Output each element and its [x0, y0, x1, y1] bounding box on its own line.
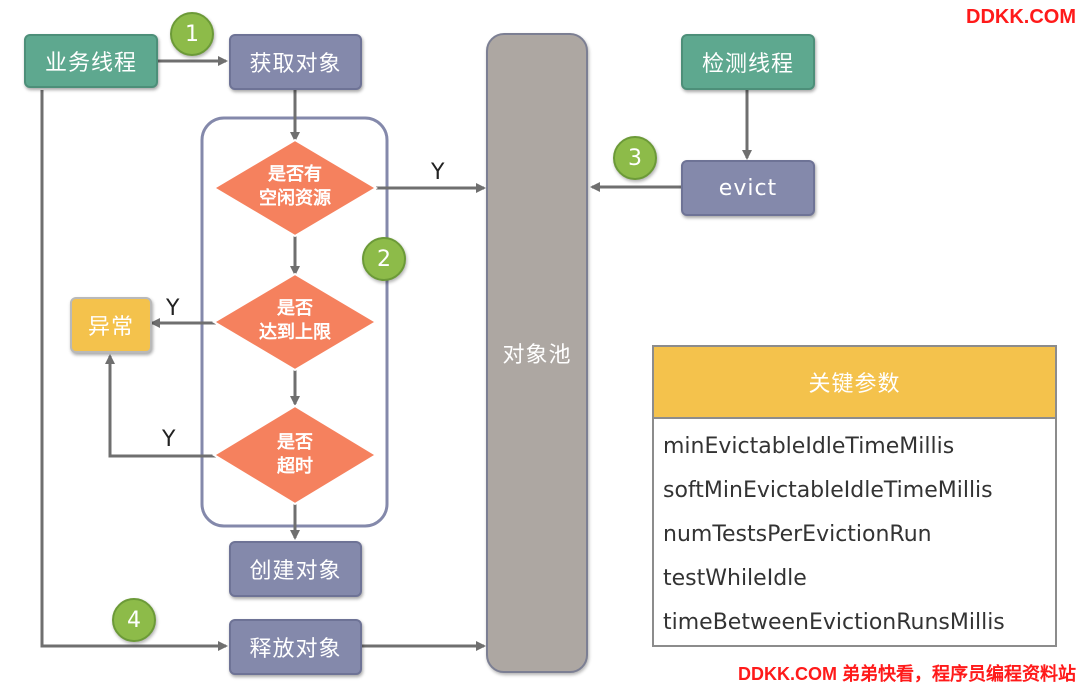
- watermark-bottom: DDKK.COM 弟弟快看，程序员编程资料站: [738, 664, 1076, 684]
- decision-has-idle-line1: 是否有: [268, 164, 322, 185]
- create-object-label: 创建对象: [249, 559, 342, 584]
- edge-timeout-yes-to-exception: [105, 354, 216, 458]
- release-object-node: 释放对象: [229, 619, 362, 675]
- business-thread-node: 业务线程: [24, 34, 158, 88]
- decision-has-idle-line2: 空闲资源: [259, 188, 331, 209]
- step-2-badge: 2: [362, 237, 406, 281]
- decision-timeout-line2: 超时: [277, 456, 313, 477]
- watermark-top: DDKK.COM: [966, 6, 1076, 28]
- release-object-label: 释放对象: [249, 637, 342, 662]
- param-item: minEvictableIdleTimeMillis: [663, 434, 955, 459]
- check-thread-node: 检测线程: [681, 34, 815, 90]
- edge-label-limit-yes: Y: [166, 296, 180, 321]
- step-3-badge: 3: [613, 136, 657, 180]
- key-params-title: 关键参数: [654, 347, 1055, 419]
- business-thread-label: 业务线程: [44, 51, 137, 76]
- create-object-node: 创建对象: [229, 541, 362, 597]
- decision-reach-limit-line2: 达到上限: [259, 322, 331, 343]
- param-item: softMinEvictableIdleTimeMillis: [663, 478, 993, 503]
- exception-node: 异常: [70, 297, 152, 353]
- key-params-list: minEvictableIdleTimeMillis softMinEvicta…: [654, 419, 1055, 645]
- evict-node: evict: [681, 160, 815, 216]
- decision-has-idle-diamond: [212, 138, 378, 238]
- decision-has-idle-label: 是否有 空闲资源: [215, 163, 375, 211]
- check-thread-label: 检测线程: [701, 52, 794, 77]
- decision-reach-limit-line1: 是否: [277, 298, 313, 319]
- param-item: timeBetweenEvictionRunsMillis: [663, 610, 1005, 635]
- object-pool-label: 对象池: [502, 343, 572, 368]
- step-1-badge: 1: [170, 12, 214, 56]
- decision-timeout-label: 是否 超时: [215, 431, 375, 479]
- object-pool-node: 对象池: [486, 33, 588, 673]
- param-item: numTestsPerEvictionRun: [663, 522, 932, 547]
- decision-reach-limit-label: 是否 达到上限: [215, 297, 375, 345]
- evict-label: evict: [718, 175, 778, 201]
- decision-timeout-diamond: [212, 404, 378, 506]
- edge-business-to-release: [40, 90, 228, 651]
- edge-label-idle-yes: Y: [431, 160, 445, 185]
- acquire-object-node: 获取对象: [229, 34, 362, 90]
- key-params-table: 关键参数 minEvictableIdleTimeMillis softMinE…: [652, 345, 1057, 647]
- decision-reach-limit-diamond: [212, 272, 378, 372]
- decision-timeout-line1: 是否: [277, 432, 313, 453]
- step-4-badge: 4: [112, 598, 156, 642]
- acquire-object-label: 获取对象: [249, 52, 342, 77]
- edge-label-timeout-yes: Y: [162, 427, 176, 452]
- exception-label: 异常: [87, 315, 134, 340]
- param-item: testWhileIdle: [663, 566, 807, 591]
